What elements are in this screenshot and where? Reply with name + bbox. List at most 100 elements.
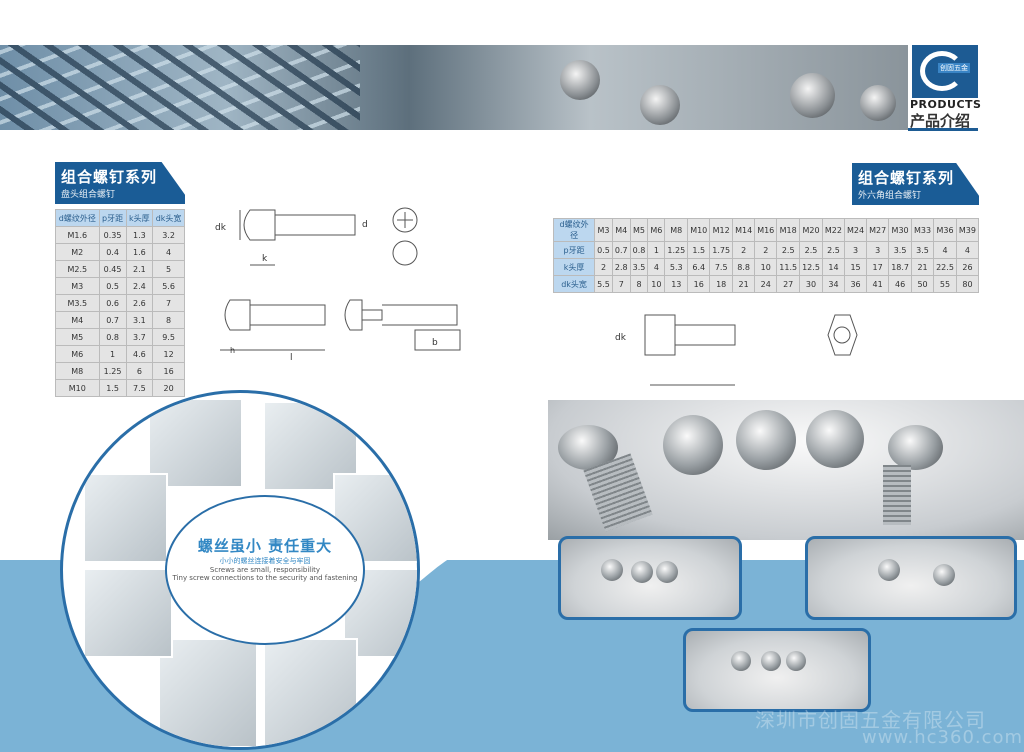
slogan-cn: 螺丝虽小 责任重大 bbox=[197, 537, 333, 555]
table-cell: 7 bbox=[611, 275, 631, 293]
table-cell: 0.7 bbox=[611, 241, 631, 259]
table-cell: M3 bbox=[594, 218, 613, 242]
product-wheel bbox=[60, 390, 420, 750]
table-cell: M12 bbox=[709, 218, 734, 242]
table-cell: 1.25 bbox=[664, 241, 689, 259]
table-cell: 3.5 bbox=[910, 241, 935, 259]
table-cell: 26 bbox=[955, 258, 980, 276]
table-cell: p牙距 bbox=[552, 241, 596, 259]
table-cell: 8.8 bbox=[732, 258, 756, 276]
table-cell: 14 bbox=[821, 258, 846, 276]
table-cell: 6 bbox=[125, 362, 154, 380]
table-cell: 0.5 bbox=[98, 277, 127, 295]
table-cell: 5 bbox=[152, 260, 185, 278]
table-cell: 0.45 bbox=[98, 260, 127, 278]
table-cell: M8 bbox=[664, 218, 689, 242]
table-cell: 2.1 bbox=[125, 260, 154, 278]
table-cell: 5.5 bbox=[594, 275, 613, 293]
table-cell: 3 bbox=[843, 241, 868, 259]
table-cell: 0.8 bbox=[98, 328, 127, 346]
table-cell: M6 bbox=[55, 345, 100, 363]
table-cell: M24 bbox=[843, 218, 868, 242]
table-cell: M5 bbox=[55, 328, 100, 346]
table-cell: M39 bbox=[955, 218, 980, 242]
table-cell: M30 bbox=[888, 218, 912, 242]
table-cell: 3.7 bbox=[125, 328, 154, 346]
table-cell: M10 bbox=[55, 379, 100, 397]
svg-text:dk: dk bbox=[215, 223, 227, 233]
products-label: PRODUCTS bbox=[910, 98, 982, 111]
table-cell: 80 bbox=[955, 275, 980, 293]
screw-head-image bbox=[790, 73, 835, 118]
screw-photo-small-2 bbox=[805, 536, 1017, 620]
table-cell: 46 bbox=[888, 275, 912, 293]
table-cell: 3.5 bbox=[888, 241, 912, 259]
table-cell: M1.6 bbox=[55, 226, 100, 244]
table-cell: 4.6 bbox=[125, 345, 154, 363]
table-cell: 21 bbox=[910, 258, 935, 276]
table-cell: 3.2 bbox=[152, 226, 185, 244]
slogan-circle: 螺丝虽小 责任重大 小小的螺丝连接着安全与牢固 Screws are small… bbox=[165, 495, 365, 645]
table-cell: 2.5 bbox=[821, 241, 846, 259]
table-cell: M2 bbox=[55, 243, 100, 261]
table-cell: k头厚 bbox=[552, 258, 596, 276]
table-cell: 0.7 bbox=[98, 311, 127, 329]
combination-screws-photo bbox=[548, 400, 1024, 540]
watermark-site: www.hc360.com bbox=[862, 727, 1024, 748]
table-cell: 16 bbox=[152, 362, 185, 380]
table-cell: 1.6 bbox=[125, 243, 154, 261]
table-cell: M22 bbox=[821, 218, 846, 242]
screw-head-image bbox=[640, 85, 680, 125]
table-cell: 36 bbox=[843, 275, 868, 293]
table-cell: 3 bbox=[866, 241, 890, 259]
table-cell: M10 bbox=[687, 218, 711, 242]
table-cell: 3.1 bbox=[125, 311, 154, 329]
table-cell: 0.8 bbox=[629, 241, 649, 259]
header-banner-photo bbox=[0, 45, 908, 130]
table-cell: 17 bbox=[866, 258, 890, 276]
table-cell: 4 bbox=[152, 243, 185, 261]
table-cell: 27 bbox=[776, 275, 801, 293]
table-cell: d螺纹外径 bbox=[552, 218, 596, 242]
svg-text:d: d bbox=[362, 220, 368, 230]
table-cell: 50 bbox=[910, 275, 935, 293]
table-cell: 12 bbox=[152, 345, 185, 363]
table-cell: 5.6 bbox=[152, 277, 185, 295]
glass-roof-image bbox=[0, 45, 360, 130]
right-series-title: 组合螺钉系列外六角组合螺钉 bbox=[852, 163, 979, 205]
table-cell: 24 bbox=[754, 275, 778, 293]
table-cell: 2 bbox=[732, 241, 756, 259]
table-cell: 1.3 bbox=[125, 226, 154, 244]
table-cell: 6.4 bbox=[687, 258, 711, 276]
table-cell: 12.5 bbox=[799, 258, 823, 276]
table-cell: M33 bbox=[910, 218, 935, 242]
table-cell: 18.7 bbox=[888, 258, 912, 276]
products-label-cn: 产品介绍 bbox=[910, 112, 971, 130]
table-cell: k头厚 bbox=[125, 209, 154, 227]
slogan-cn-sub: 小小的螺丝连接着安全与牢固 bbox=[219, 557, 311, 565]
table-cell: M16 bbox=[754, 218, 778, 242]
hex-head-screw-drawing: dk bbox=[615, 314, 858, 386]
table-cell: 20 bbox=[152, 379, 185, 397]
table-cell: dk头宽 bbox=[552, 275, 596, 293]
table-cell: 7.5 bbox=[709, 258, 734, 276]
table-cell: 10 bbox=[647, 275, 666, 293]
product-photo-segment bbox=[83, 473, 168, 563]
table-cell: 0.6 bbox=[98, 294, 127, 312]
table-cell: M3.5 bbox=[55, 294, 100, 312]
product-photo-segment bbox=[148, 398, 243, 488]
table-cell: d螺纹外径 bbox=[55, 209, 100, 227]
table-cell: 10 bbox=[754, 258, 778, 276]
divider bbox=[908, 128, 978, 131]
